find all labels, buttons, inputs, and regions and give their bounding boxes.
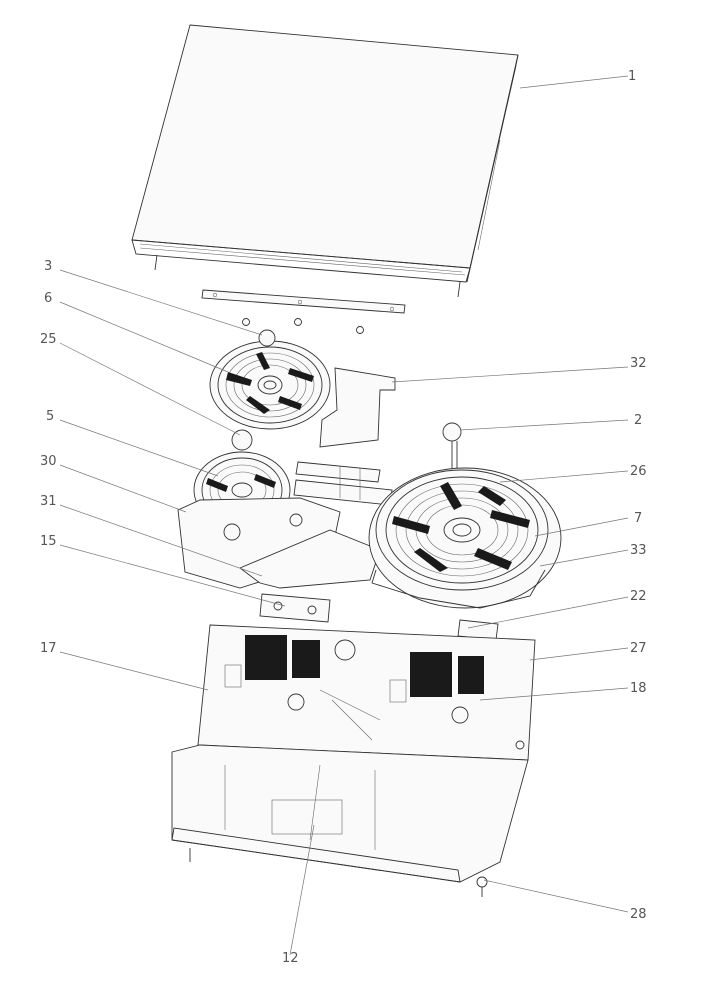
glass-top-plate (131, 24, 519, 298)
callout-17: 17 (40, 641, 57, 656)
callout-27: 27 (630, 641, 647, 656)
mica-sheet-31 (239, 529, 381, 589)
callout-18: 18 (630, 681, 647, 696)
coil-large-right (368, 467, 562, 609)
callout-33: 33 (630, 543, 647, 558)
callout-12: 12 (282, 951, 299, 966)
sensor-knob-2 (442, 422, 462, 472)
callout-32: 32 (630, 356, 647, 371)
coil-upper-left (209, 329, 331, 430)
pcb-assembly (197, 624, 536, 761)
bracket-15 (259, 593, 331, 623)
bottom-tray (171, 740, 529, 897)
callout-1: 1 (628, 69, 636, 84)
callout-31: 31 (40, 494, 57, 509)
callout-5: 5 (46, 409, 54, 424)
callout-2: 2 (634, 413, 642, 428)
connector-strip (293, 461, 393, 506)
callout-6: 6 (44, 291, 52, 306)
leader-lines (59, 75, 629, 956)
callout-25: 25 (40, 332, 57, 347)
callout-3: 3 (44, 259, 52, 274)
callout-labels: 1 3 6 25 32 5 2 30 26 31 7 15 33 22 17 2… (40, 69, 647, 966)
callout-26: 26 (630, 464, 647, 479)
rail-bar (201, 289, 406, 334)
callout-30: 30 (40, 454, 57, 469)
callout-22: 22 (630, 589, 647, 604)
callout-7: 7 (634, 511, 642, 526)
callout-28: 28 (630, 907, 647, 922)
plate-32 (319, 367, 396, 448)
callout-15: 15 (40, 534, 57, 549)
